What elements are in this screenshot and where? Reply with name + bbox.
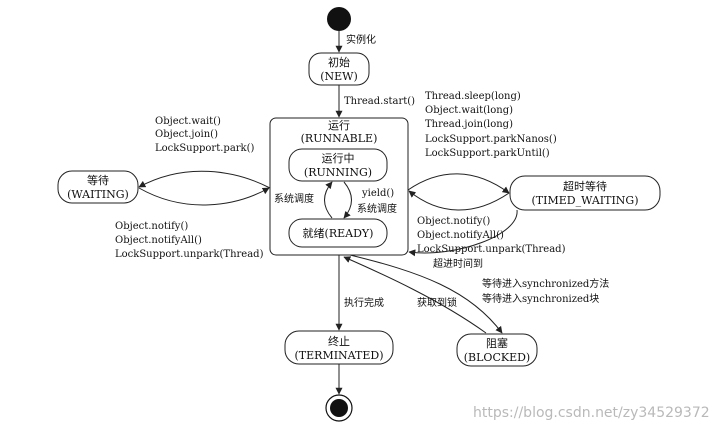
timed-exit-1: Object.notifyAll() [417, 230, 504, 241]
edge-to-waiting [138, 170, 271, 189]
state-blocked-cn: 阻塞 [486, 336, 508, 350]
edge-to-blocked [349, 254, 503, 334]
initial-node [327, 7, 351, 31]
state-ready [288, 218, 388, 248]
edge-timeout-label: 超进时间到 [433, 257, 483, 270]
state-waiting-cn: 等待 [87, 173, 109, 187]
state-new: 初始 (NEW) [308, 52, 370, 86]
edge-acquire-lock-label: 获取到锁 [417, 296, 457, 309]
edge-to-timed-waiting [407, 173, 510, 194]
timed-enter-3: LockSupport.parkNanos() [425, 134, 557, 145]
blocked-enter-0: 等待进入synchronized方法 [482, 277, 609, 290]
state-new-cn: 初始 [328, 55, 350, 69]
blocked-enter-1: 等待进入synchronized块 [482, 292, 599, 305]
edge-instantiate-label: 实例化 [346, 33, 376, 46]
state-runnable: 运行 (RUNNABLE) 运行中 (RUNNING) 就绪(READY) 系统… [269, 117, 409, 256]
edge-schedule-right-label: 系统调度 [357, 202, 397, 215]
state-runnable-en: (RUNNABLE) [301, 132, 378, 145]
edge-yield-label: yield() [361, 188, 394, 199]
waiting-exit-2: LockSupport.unpark(Thread) [115, 249, 264, 260]
state-terminated-cn: 终止 [328, 334, 350, 348]
edge-execution-done-label: 执行完成 [344, 296, 384, 309]
state-running [288, 148, 388, 182]
state-runnable-cn: 运行 [328, 119, 350, 132]
timed-exit-0: Object.notify() [417, 216, 490, 227]
state-timed-waiting: 超时等待 (TIMED_WAITING) [509, 175, 661, 211]
edge-schedule-arc-left [324, 181, 333, 219]
edge-thread-start-label: Thread.start() [344, 96, 415, 107]
timed-enter-0: Thread.sleep(long) [425, 91, 521, 102]
waiting-enter-2: LockSupport.park() [155, 143, 255, 154]
state-new-en: (NEW) [320, 70, 358, 83]
timed-exit-2: LockSupport.unpark(Thread) [417, 244, 566, 255]
state-blocked: 阻塞 (BLOCKED) [456, 333, 538, 367]
state-terminated-en: (TERMINATED) [295, 349, 384, 362]
waiting-exit-0: Object.notify() [115, 221, 188, 232]
state-blocked-en: (BLOCKED) [464, 351, 530, 364]
state-running-cn: 运行中 [322, 152, 355, 165]
state-ready-label: 就绪(READY) [303, 226, 374, 240]
waiting-enter-0: Object.wait() [155, 116, 221, 127]
timed-enter-1: Object.wait(long) [425, 105, 513, 116]
edge-timeout-to-runnable [408, 209, 518, 257]
state-waiting-en: (WAITING) [67, 188, 129, 201]
waiting-enter-1: Object.join() [155, 129, 218, 140]
timed-enter-2: Thread.join(long) [425, 119, 513, 130]
waiting-exit-1: Object.notifyAll() [115, 235, 202, 246]
state-timed-waiting-cn: 超时等待 [563, 179, 607, 193]
final-node [325, 394, 353, 422]
state-waiting: 等待 (WAITING) [57, 170, 139, 204]
state-timed-waiting-en: (TIMED_WAITING) [531, 194, 638, 207]
edge-schedule-left-label: 系统调度 [274, 192, 314, 205]
edge-from-timed-waiting [408, 190, 510, 211]
edge-from-waiting [138, 187, 270, 206]
edge-acquire-lock [343, 256, 487, 334]
watermark-text: https://blog.csdn.net/zy345293721 [473, 405, 711, 421]
edge-yield-arc-right [343, 181, 352, 219]
state-terminated: 终止 (TERMINATED) [284, 330, 394, 365]
timed-enter-4: LockSupport.parkUntil() [425, 148, 550, 159]
state-running-en: (RUNNING) [304, 166, 372, 179]
